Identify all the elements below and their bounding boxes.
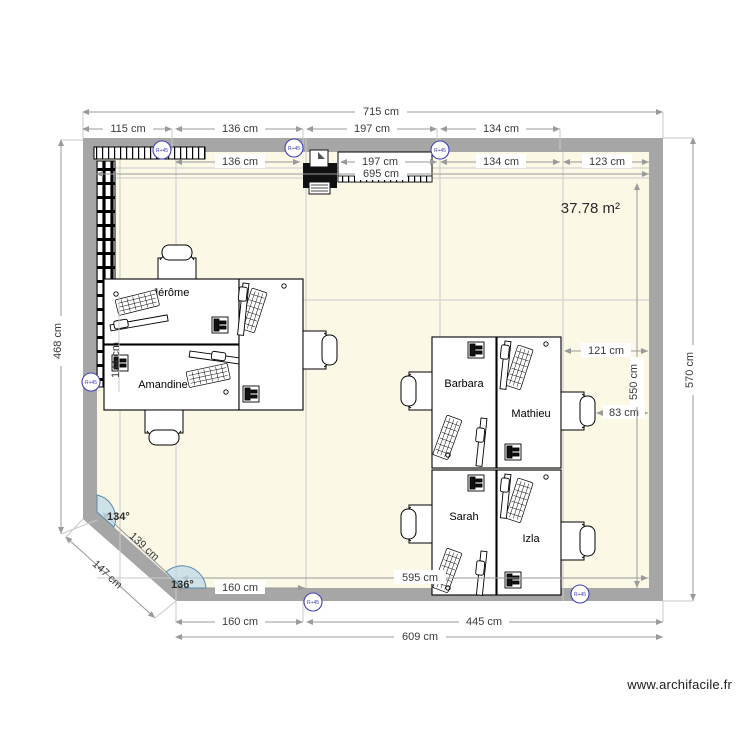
desk-label-jerome: Jérôme: [153, 287, 190, 299]
dim-left-468: 468 cm: [52, 139, 98, 535]
dim-right-121: 121 cm: [564, 343, 648, 357]
svg-text:136 cm: 136 cm: [222, 123, 258, 135]
svg-text:134 cm: 134 cm: [110, 342, 122, 378]
svg-text:197 cm: 197 cm: [362, 156, 398, 168]
svg-text:136°: 136°: [171, 579, 194, 591]
svg-text:147 cm: 147 cm: [90, 558, 125, 591]
marker-3[interactable]: R+45: [430, 140, 450, 160]
svg-text:197 cm: 197 cm: [354, 123, 390, 135]
desk-barbara[interactable]: Barbara: [431, 336, 497, 469]
svg-text:123 cm: 123 cm: [589, 156, 625, 168]
desk-label-barbara: Barbara: [444, 378, 484, 390]
dim-top-total: 715 cm: [82, 104, 664, 138]
svg-text:445 cm: 445 cm: [466, 616, 502, 628]
dim-top-inner-segments: 136 cm 197 cm 134 cm 123 cm: [175, 154, 649, 168]
marker-5[interactable]: R+45: [303, 592, 323, 612]
angle-lower: 136°: [165, 565, 207, 591]
desk-label-izla: Izla: [522, 533, 540, 545]
marker-1[interactable]: R+45: [152, 140, 172, 160]
desk-jerome[interactable]: Jérôme: [103, 278, 240, 345]
svg-text:R+45: R+45: [574, 592, 586, 598]
svg-text:695 cm: 695 cm: [363, 168, 399, 180]
marker-2[interactable]: R+45: [284, 138, 304, 158]
dim-bottom-total: 609 cm: [175, 629, 663, 643]
svg-text:83 cm: 83 cm: [609, 407, 639, 419]
watermark: www.archifacile.fr: [627, 677, 732, 692]
chair-izla[interactable]: [560, 521, 596, 561]
svg-text:550 cm: 550 cm: [628, 364, 640, 400]
svg-text:468 cm: 468 cm: [52, 323, 64, 359]
cabinet-top[interactable]: [93, 146, 206, 160]
svg-text:160 cm: 160 cm: [222, 582, 258, 594]
dim-bottom-inner-160: 160 cm: [175, 580, 305, 594]
svg-text:R+45: R+45: [434, 148, 446, 154]
dim-bottom-outer-segments: 160 cm 445 cm: [175, 601, 664, 628]
svg-text:609 cm: 609 cm: [402, 631, 438, 643]
dim-right-570: 570 cm: [663, 137, 700, 602]
desk-label-sarah: Sarah: [449, 511, 478, 523]
svg-text:121 cm: 121 cm: [588, 345, 624, 357]
desk-label-mathieu: Mathieu: [511, 408, 550, 420]
svg-text:715 cm: 715 cm: [363, 106, 399, 118]
desk-left-cluster-side[interactable]: [235, 278, 304, 411]
chair-left-cluster-side[interactable]: [302, 330, 338, 370]
svg-text:R+45: R+45: [288, 146, 300, 152]
chair-jerome[interactable]: [157, 244, 197, 282]
dim-top-inner-total: 695 cm: [96, 166, 649, 180]
marker-6[interactable]: R+45: [570, 584, 590, 604]
desk-izla[interactable]: Izla: [496, 469, 562, 596]
svg-text:134 cm: 134 cm: [483, 156, 519, 168]
svg-text:134 cm: 134 cm: [483, 123, 519, 135]
svg-text:R+45: R+45: [307, 600, 319, 606]
desk-mathieu[interactable]: Mathieu: [496, 336, 562, 469]
svg-text:R+45: R+45: [156, 148, 168, 154]
desk-label-amandine: Amandine: [138, 379, 188, 391]
dim-desk-depth: 134 cm: [110, 296, 122, 392]
svg-text:570 cm: 570 cm: [684, 352, 696, 388]
room-area-label: 37.78 m²: [561, 200, 620, 217]
marker-4[interactable]: R+45: [81, 372, 101, 392]
dim-right-83: 83 cm: [596, 405, 648, 419]
svg-text:134°: 134°: [107, 511, 130, 523]
chair-mathieu[interactable]: [560, 391, 596, 431]
dim-bottom-595: 595 cm: [181, 570, 648, 584]
svg-text:160 cm: 160 cm: [222, 616, 258, 628]
chair-sarah[interactable]: [400, 504, 433, 544]
chair-barbara[interactable]: [400, 371, 433, 411]
svg-text:136 cm: 136 cm: [222, 156, 258, 168]
dim-right-550: 550 cm: [628, 183, 644, 588]
desk-amandine[interactable]: Amandine: [103, 344, 246, 411]
svg-text:115 cm: 115 cm: [110, 123, 145, 135]
angle-upper: 134°: [96, 494, 130, 528]
svg-text:595 cm: 595 cm: [402, 572, 438, 584]
chair-amandine[interactable]: [144, 409, 184, 446]
svg-text:R+45: R+45: [85, 380, 97, 386]
dim-top-segments: 115 cm 136 cm 197 cm 134 cm: [82, 121, 561, 150]
